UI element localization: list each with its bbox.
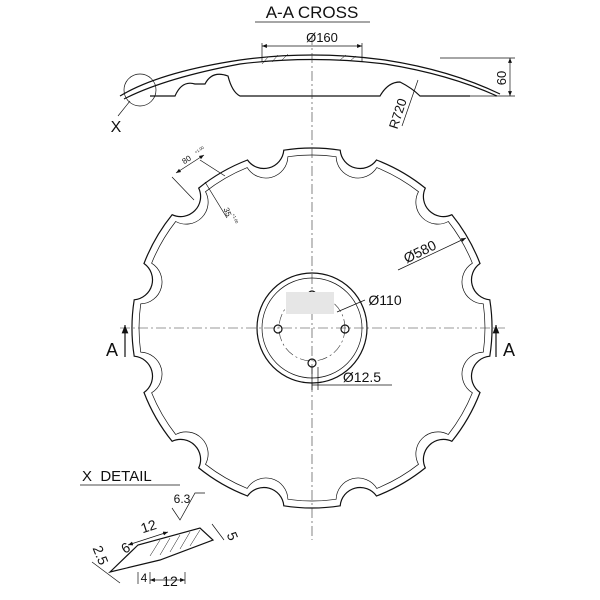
detail-dim-bottom-12: 12	[162, 573, 178, 589]
dish-bottom-curve	[123, 58, 498, 100]
detail-title: X DETAIL	[82, 468, 152, 485]
detail-callout-label: X	[111, 119, 122, 136]
cross-section-view: Ø160 60 R720 X	[111, 30, 515, 136]
hole-diameter-label: Ø12.5	[343, 369, 381, 385]
bolt-hole-right	[340, 324, 350, 334]
notch-width-tolerance: +1.00	[194, 144, 206, 154]
detail-hatch	[149, 529, 201, 557]
bolt-circle-label: Ø110	[368, 292, 401, 308]
outer-diameter-label: Ø580	[401, 237, 439, 266]
notch-width-label: 80	[180, 153, 193, 166]
hub-diameter-label: Ø160	[306, 30, 338, 45]
detail-dim-5: 5	[224, 530, 242, 543]
detail-dim-4: 4	[141, 571, 148, 585]
plan-view: Ø580 Ø110 Ø12.5 80 +1.00 35 +1.00 A A	[106, 112, 515, 540]
disc-outer-edge	[131, 147, 493, 509]
section-marker-left: A	[106, 340, 118, 360]
roughness-symbol	[171, 492, 205, 521]
detail-dim-2-5: 2.5	[90, 543, 112, 567]
roughness-value: 6.3	[174, 492, 191, 506]
detail-view: X DETAIL 6.3 12 6 5 2.5 4 12	[80, 468, 242, 589]
notch-depth-tolerance: +1.00	[231, 213, 240, 225]
hub-mark	[286, 292, 334, 314]
dish-top-curve	[119, 54, 501, 97]
height-label: 60	[494, 71, 509, 85]
bolt-circle	[278, 294, 346, 362]
notch-depth-label: 35	[221, 206, 233, 218]
detail-dim-6: 6	[118, 539, 133, 557]
disc-bevel-edge	[138, 154, 486, 502]
dish-scallop-edge	[150, 73, 470, 97]
bolt-hole-left	[273, 324, 283, 334]
section-marker-right: A	[503, 340, 515, 360]
section-hatch	[261, 53, 357, 65]
detail-blade-profile	[107, 527, 215, 574]
detail-dim-top-12: 12	[139, 516, 159, 536]
detail-callout-circle	[123, 73, 157, 107]
section-title: A-A CROSS	[266, 3, 359, 22]
